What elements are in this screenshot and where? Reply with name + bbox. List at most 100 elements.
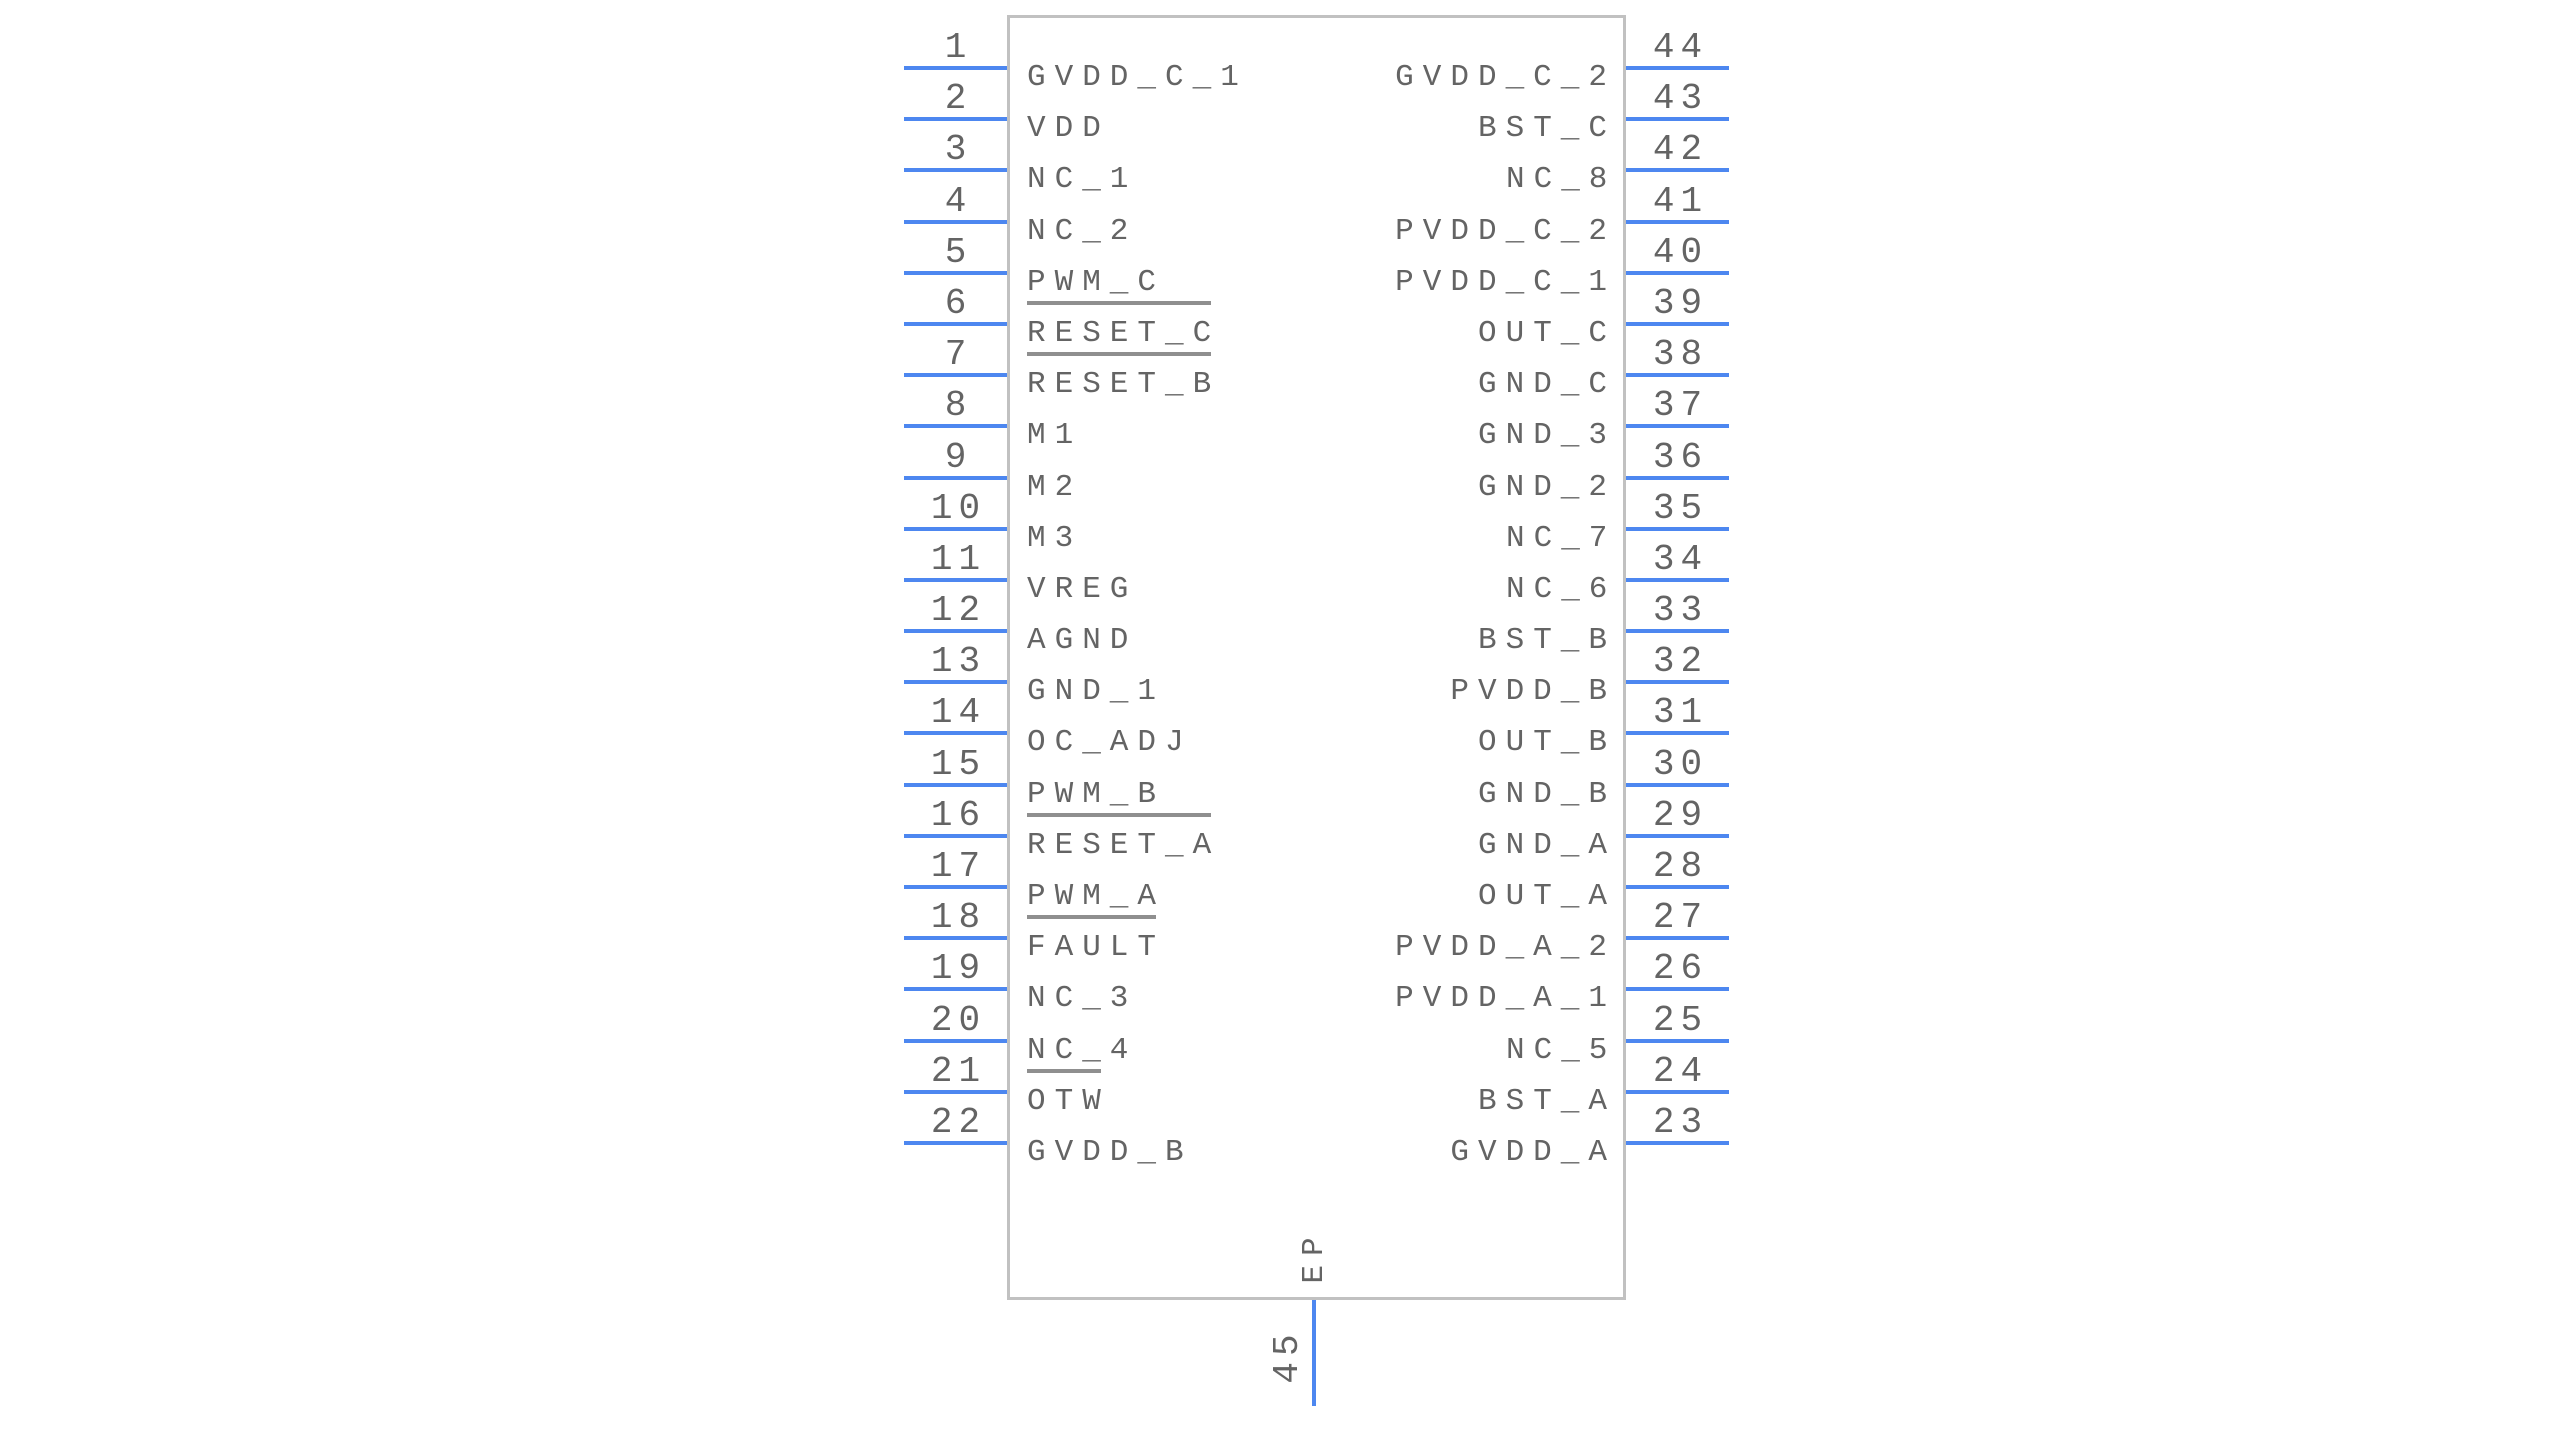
pin-label: BST_A xyxy=(1478,1084,1617,1119)
pin-line xyxy=(904,783,1007,787)
pin-label: GND_3 xyxy=(1478,418,1617,453)
pin-line xyxy=(904,424,1007,428)
pin-line xyxy=(904,936,1007,940)
pin-line xyxy=(904,731,1007,735)
pin-label: GVDD_A xyxy=(1450,1135,1616,1170)
pin-label: PVDD_A_1 xyxy=(1395,981,1616,1016)
active-low-overbar xyxy=(1027,1069,1101,1073)
pin-label: NC_7 xyxy=(1506,521,1617,556)
pin-line xyxy=(904,322,1007,326)
pin-number: 20 xyxy=(930,1000,987,1041)
pin-line xyxy=(1626,220,1729,224)
pin-line xyxy=(1626,834,1729,838)
pin-label: GND_A xyxy=(1478,828,1617,863)
pin-label: M2 xyxy=(1027,470,1083,505)
pin-label: PWM_A xyxy=(1027,879,1166,914)
pin-number: 29 xyxy=(1652,795,1709,836)
pin-label: BST_C xyxy=(1478,111,1617,146)
pin-label: PVDD_B xyxy=(1450,674,1616,709)
pin-number: 3 xyxy=(944,129,973,170)
pin-number: 27 xyxy=(1652,897,1709,938)
pin-number: 12 xyxy=(930,590,987,631)
pin-number: 13 xyxy=(930,641,987,682)
pin-label: GND_B xyxy=(1478,777,1617,812)
pin-number: 34 xyxy=(1652,539,1709,580)
pin-label: M3 xyxy=(1027,521,1083,556)
pin-line xyxy=(904,66,1007,70)
pin-label: PWM_B xyxy=(1027,777,1166,812)
pin-line xyxy=(904,1039,1007,1043)
pin-line xyxy=(1626,731,1729,735)
pin-number: 1 xyxy=(944,27,973,68)
pin-line xyxy=(904,680,1007,684)
pin-number: 25 xyxy=(1652,1000,1709,1041)
pin-number: 16 xyxy=(930,795,987,836)
pin-number: 28 xyxy=(1652,846,1709,887)
pin-number: 44 xyxy=(1652,27,1709,68)
pin-label: GVDD_C_1 xyxy=(1027,60,1248,95)
ep-pin-line xyxy=(1312,1300,1316,1406)
active-low-overbar xyxy=(1027,813,1211,817)
pin-line xyxy=(1626,168,1729,172)
pin-line xyxy=(904,220,1007,224)
pin-line xyxy=(1626,1039,1729,1043)
pin-line xyxy=(1626,680,1729,684)
pin-label: PWM_C xyxy=(1027,265,1166,300)
active-low-overbar xyxy=(1027,915,1156,919)
ep-pin-number: 45 xyxy=(1267,1328,1308,1384)
pin-line xyxy=(1626,527,1729,531)
pin-line xyxy=(1626,117,1729,121)
pin-label: M1 xyxy=(1027,418,1083,453)
pin-label: VDD xyxy=(1027,111,1110,146)
pin-number: 31 xyxy=(1652,692,1709,733)
pin-label: VREG xyxy=(1027,572,1138,607)
pin-number: 26 xyxy=(1652,948,1709,989)
pin-number: 15 xyxy=(930,744,987,785)
pin-number: 5 xyxy=(944,232,973,273)
pin-number: 35 xyxy=(1652,488,1709,529)
pin-label: NC_8 xyxy=(1506,162,1617,197)
pin-label: PVDD_C_1 xyxy=(1395,265,1616,300)
pin-label: AGND xyxy=(1027,623,1138,658)
pin-number: 21 xyxy=(930,1051,987,1092)
component-body-outline xyxy=(1007,15,1626,1300)
pin-number: 19 xyxy=(930,948,987,989)
pin-label: NC_2 xyxy=(1027,214,1138,249)
pin-line xyxy=(1626,322,1729,326)
ep-pin-label: EP xyxy=(1297,1228,1332,1284)
pin-number: 14 xyxy=(930,692,987,733)
pin-line xyxy=(904,117,1007,121)
pin-label: RESET_C xyxy=(1027,316,1221,351)
pin-line xyxy=(1626,578,1729,582)
pin-number: 17 xyxy=(930,846,987,887)
pin-number: 36 xyxy=(1652,437,1709,478)
pin-line xyxy=(1626,424,1729,428)
pin-line xyxy=(904,271,1007,275)
pin-number: 37 xyxy=(1652,385,1709,426)
pin-number: 4 xyxy=(944,181,973,222)
pin-number: 22 xyxy=(930,1102,987,1143)
pin-line xyxy=(1626,271,1729,275)
pin-number: 24 xyxy=(1652,1051,1709,1092)
pin-line xyxy=(904,629,1007,633)
pin-number: 32 xyxy=(1652,641,1709,682)
pin-number: 40 xyxy=(1652,232,1709,273)
pin-label: GND_2 xyxy=(1478,470,1617,505)
pin-label: OTW xyxy=(1027,1084,1110,1119)
pin-number: 18 xyxy=(930,897,987,938)
pin-number: 9 xyxy=(944,437,973,478)
pin-number: 39 xyxy=(1652,283,1709,324)
pin-number: 2 xyxy=(944,78,973,119)
pin-number: 7 xyxy=(944,334,973,375)
pin-label: OUT_B xyxy=(1478,725,1617,760)
pin-label: NC_1 xyxy=(1027,162,1138,197)
pin-number: 11 xyxy=(930,539,987,580)
pin-label: RESET_B xyxy=(1027,367,1221,402)
pin-line xyxy=(1626,373,1729,377)
pin-line xyxy=(904,1090,1007,1094)
pin-label: GND_C xyxy=(1478,367,1617,402)
pin-label: NC_4 xyxy=(1027,1033,1138,1068)
pin-line xyxy=(904,987,1007,991)
pin-line xyxy=(904,834,1007,838)
